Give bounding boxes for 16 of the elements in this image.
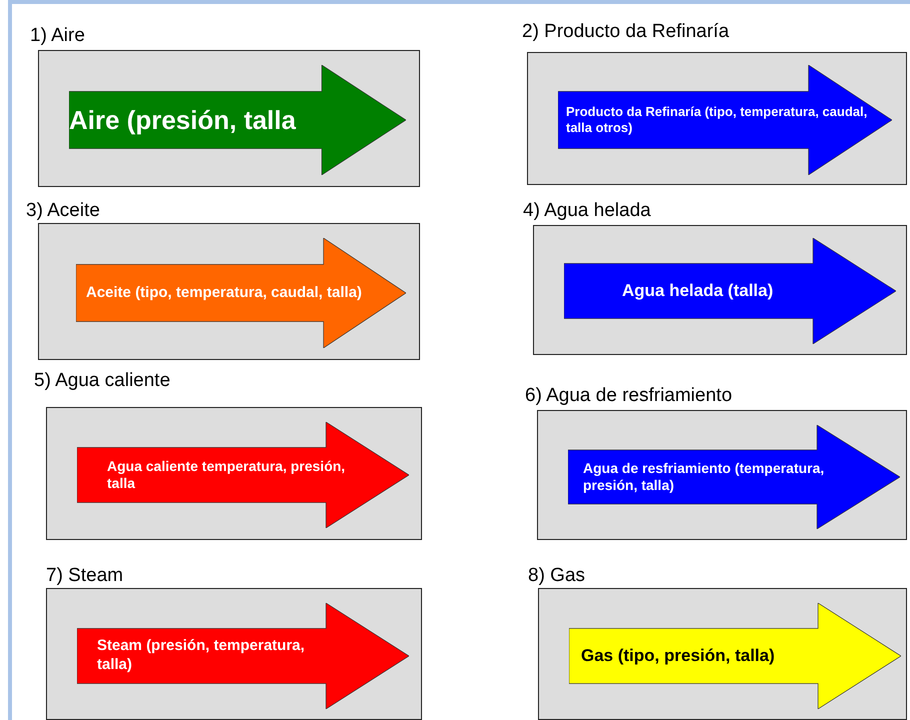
section-heading: 5) Agua caliente <box>34 371 170 390</box>
arrow-label: Steam (presión, temperatura, talla) <box>97 637 306 675</box>
arrow-label: Producto da Refinaría (tipo, temperatura, caudal, talla otros) <box>566 104 868 136</box>
section-heading: 3) Aceite <box>26 201 100 220</box>
section-heading: 1) Aire <box>30 26 85 45</box>
arrow-label: Gas (tipo, presión, talla) <box>581 645 775 667</box>
arrow-label: Aire (presión, talla <box>69 104 296 136</box>
arrow-label: Agua caliente temperatura, presión, talla <box>107 458 346 492</box>
arrow-label: Agua helada (talla) <box>622 280 774 302</box>
section-heading: 7) Steam <box>46 566 124 585</box>
section-heading: 2) Producto da Refinaría <box>522 22 730 41</box>
section-heading: 6) Agua de resfriamiento <box>525 386 732 405</box>
section-heading: 4) Agua helada <box>523 201 651 220</box>
arrow-label: Aceite (tipo, temperatura, caudal, talla) <box>86 284 362 302</box>
section-heading: 8) Gas <box>528 566 586 585</box>
arrow-label: Agua de resfriamiento (temperatura, presión, talla) <box>583 460 826 494</box>
